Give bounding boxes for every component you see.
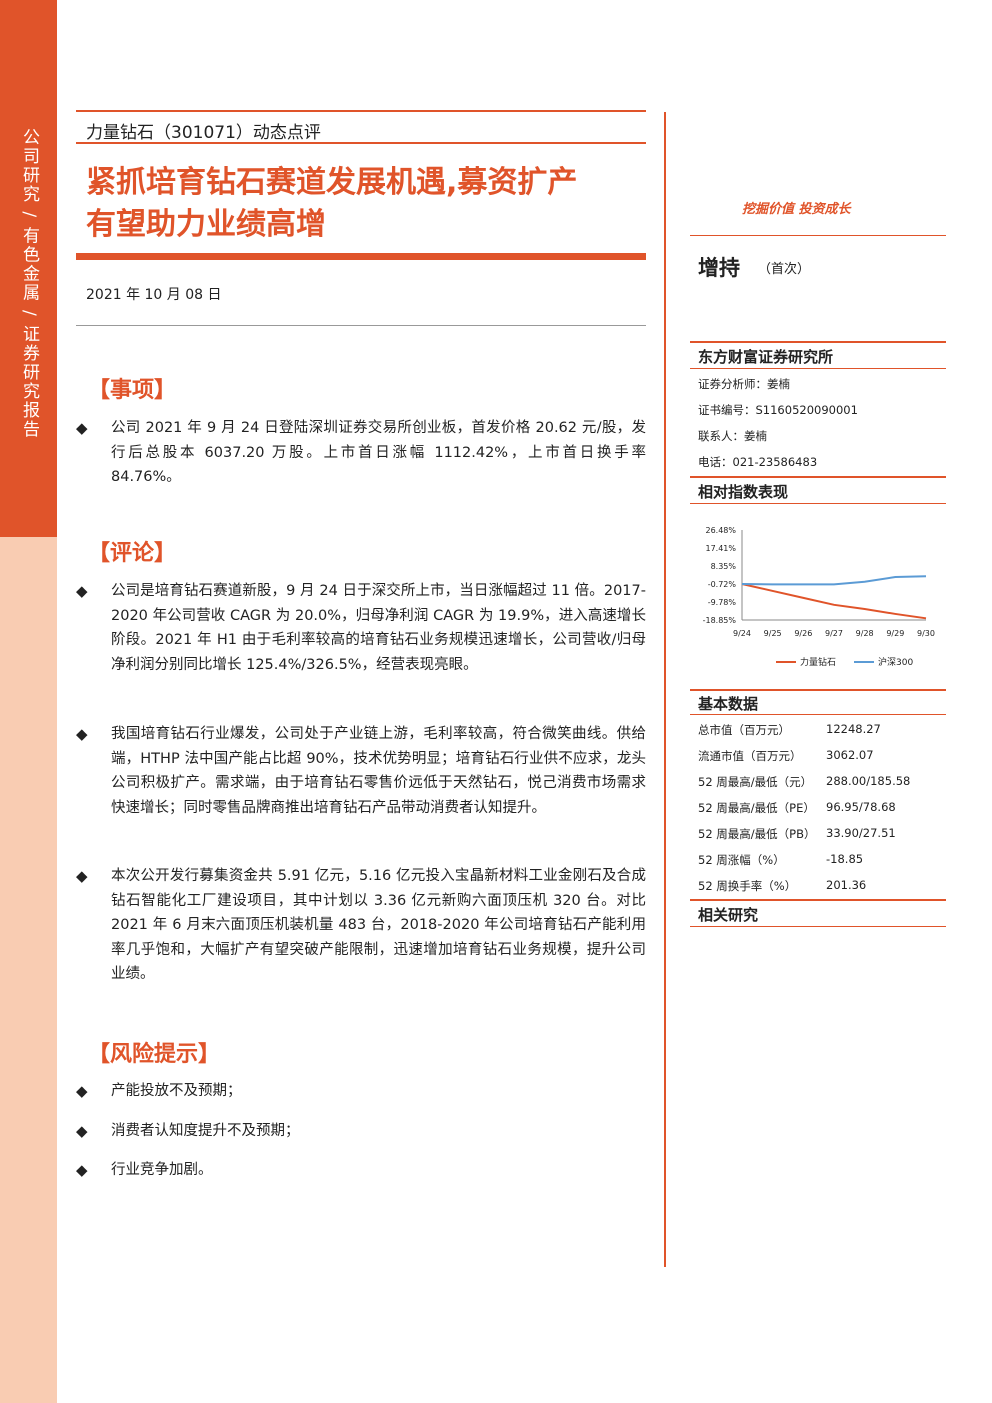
basic-data-value: 201.36 xyxy=(826,878,867,892)
diamond-bullet-icon: ◆ xyxy=(76,1082,88,1100)
diamond-bullet-icon: ◆ xyxy=(76,1122,88,1140)
bullet-item: ◆ 我国培育钻石行业爆发，公司处于产业链上游，毛利率较高，符合微笑曲线。供给端，… xyxy=(76,722,646,820)
basic-data-label: 52 周最高/最低（PB） xyxy=(698,827,816,841)
analyst-line: 证券分析师：姜楠 xyxy=(698,377,790,391)
bullet-text: 公司 2021 年 9 月 24 日登陆深圳证券交易所创业板，首发价格 20.6… xyxy=(111,420,646,485)
diamond-bullet-icon: ◆ xyxy=(76,582,88,600)
sidebar-accent xyxy=(0,0,57,537)
basic-data-label: 总市值（百万元） xyxy=(698,723,790,737)
diamond-bullet-icon: ◆ xyxy=(76,725,88,743)
related-research-heading: 相关研究 xyxy=(698,906,759,924)
report-date: 2021 年 10 月 08 日 xyxy=(86,287,222,303)
right-rule xyxy=(690,899,946,901)
section-heading-events: 【事项】 xyxy=(88,378,177,403)
bullet-text: 本次公开发行募集资金共 5.91 亿元，5.16 亿元投入宝晶新材料工业金刚石及… xyxy=(111,868,646,982)
bullet-item: ◆ 行业竞争加剧。 xyxy=(76,1158,646,1183)
analyst-line: 电话：021-23586483 xyxy=(698,455,818,469)
legend-label: 力量钻石 xyxy=(800,656,836,668)
diamond-bullet-icon: ◆ xyxy=(76,867,88,885)
right-rule xyxy=(690,235,946,236)
right-rule xyxy=(690,341,946,343)
basic-data-value: 96.95/78.68 xyxy=(826,800,896,814)
bullet-text: 消费者认知度提升不及预期； xyxy=(111,1123,300,1139)
basic-data-value: 33.90/27.51 xyxy=(826,826,896,840)
basic-data-value: 3062.07 xyxy=(826,748,874,762)
bullet-item: ◆ 公司 2021 年 9 月 24 日登陆深圳证券交易所创业板，首发价格 20… xyxy=(76,416,646,490)
basic-data-label: 52 周最高/最低（PE） xyxy=(698,801,815,815)
report-label: 力量钻石（301071）动态点评 xyxy=(86,123,321,143)
title-line-2: 有望助力业绩高增 xyxy=(86,207,326,242)
institute-name: 东方财富证券研究所 xyxy=(698,348,834,366)
y-tick-label: 8.35% xyxy=(711,562,737,571)
diamond-bullet-icon: ◆ xyxy=(76,419,88,437)
report-title: 紧抓培育钻石赛道发展机遇,募资扩产 有望助力业绩高增 xyxy=(86,162,646,246)
basic-data-value: 12248.27 xyxy=(826,722,881,736)
basic-data-heading: 基本数据 xyxy=(698,695,759,713)
rating: 增持 xyxy=(698,256,740,280)
right-rule xyxy=(690,368,946,369)
section-heading-comments: 【评论】 xyxy=(88,541,177,566)
column-divider xyxy=(664,112,666,1267)
series-line xyxy=(741,575,927,586)
right-rule xyxy=(690,476,946,478)
x-tick-label: 9/28 xyxy=(856,629,874,638)
right-rule xyxy=(690,926,946,927)
bullet-item: ◆ 公司是培育钻石赛道新股，9 月 24 日于深交所上市，当日涨幅超过 11 倍… xyxy=(76,579,646,677)
rating-sub: （首次） xyxy=(758,262,811,277)
title-bottom-bar xyxy=(76,253,646,260)
basic-data-label: 52 周涨幅（%） xyxy=(698,853,785,867)
analyst-line: 证书编号：S1160520090001 xyxy=(698,403,858,417)
header-top-rule xyxy=(76,110,646,112)
slogan: 挖掘价值 投资成长 xyxy=(742,202,851,217)
bullet-item: ◆ 消费者认知度提升不及预期； xyxy=(76,1119,646,1144)
date-rule xyxy=(76,325,646,326)
x-tick-label: 9/30 xyxy=(917,629,935,638)
y-tick-label: 17.41% xyxy=(705,544,736,553)
relative-index-chart: 26.48% 17.41% 8.35% -0.72% -9.78% -18.85% 9/24… xyxy=(703,526,935,668)
y-tick-label: -0.72% xyxy=(708,580,737,589)
bullet-text: 产能投放不及预期； xyxy=(111,1083,242,1099)
y-tick-label: 26.48% xyxy=(705,526,736,535)
sidebar-light xyxy=(0,537,57,1403)
right-rule xyxy=(690,689,946,691)
x-tick-label: 9/25 xyxy=(764,629,782,638)
analyst-line: 联系人：姜楠 xyxy=(698,429,767,443)
x-tick-label: 9/26 xyxy=(794,629,812,638)
bullet-text: 公司是培育钻石赛道新股，9 月 24 日于深交所上市，当日涨幅超过 11 倍。2… xyxy=(111,583,646,673)
basic-data-value: 288.00/185.58 xyxy=(826,774,911,788)
right-rule xyxy=(690,503,946,504)
header-sub-rule xyxy=(76,142,646,144)
x-tick-label: 9/24 xyxy=(733,629,751,638)
bullet-item: ◆ 本次公开发行募集资金共 5.91 亿元，5.16 亿元投入宝晶新材料工业金刚… xyxy=(76,864,646,987)
basic-data-label: 52 周最高/最低（元） xyxy=(698,775,813,789)
y-tick-label: -18.85% xyxy=(703,616,737,625)
y-tick-label: -9.78% xyxy=(708,598,737,607)
bullet-text: 我国培育钻石行业爆发，公司处于产业链上游，毛利率较高，符合微笑曲线。供给端，HT… xyxy=(111,726,646,816)
diamond-bullet-icon: ◆ xyxy=(76,1161,88,1179)
chart-heading: 相对指数表现 xyxy=(698,483,789,501)
basic-data-label: 流通市值（百万元） xyxy=(698,749,802,763)
basic-data-value: -18.85 xyxy=(826,852,864,866)
sidebar-category: 公司研究 / 有色金属 / 证券研究报告 xyxy=(19,128,39,440)
right-rule xyxy=(690,714,946,715)
legend-label: 沪深300 xyxy=(878,656,913,668)
bullet-item: ◆ 产能投放不及预期； xyxy=(76,1079,646,1104)
x-tick-label: 9/29 xyxy=(886,629,904,638)
bullet-text: 行业竞争加剧。 xyxy=(111,1162,213,1178)
series-line xyxy=(741,583,927,620)
section-heading-risks: 【风险提示】 xyxy=(88,1042,221,1067)
basic-data-label: 52 周换手率（%） xyxy=(698,879,797,893)
x-tick-label: 9/27 xyxy=(825,629,843,638)
title-line-1: 紧抓培育钻石赛道发展机遇,募资扩产 xyxy=(86,165,578,200)
